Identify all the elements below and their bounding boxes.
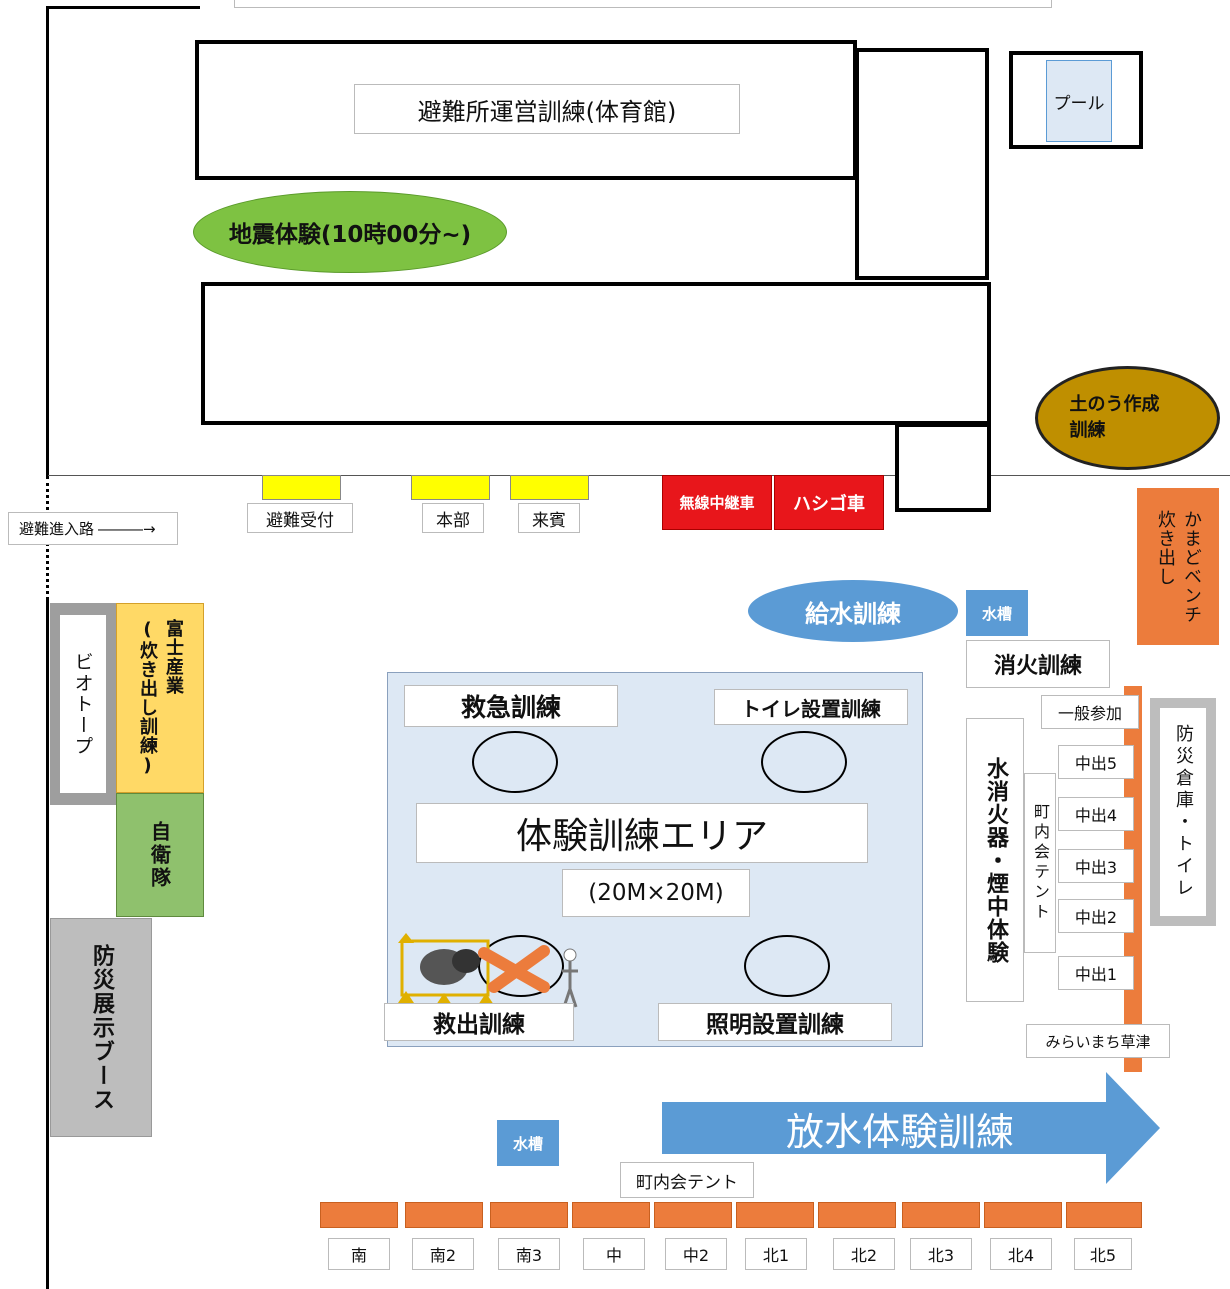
gymnasium-label: 避難所運営訓練(体育館) bbox=[354, 84, 740, 134]
tent-nakade1: 中出1 bbox=[1058, 956, 1134, 990]
tent-north5-label: 北5 bbox=[1074, 1238, 1132, 1270]
reception-label: 避難受付 bbox=[247, 503, 353, 533]
tent-center-label: 中 bbox=[583, 1238, 645, 1270]
earthquake-experience-area: 地震体験(10時00分~) bbox=[193, 191, 507, 273]
area-title: 体験訓練エリア bbox=[416, 803, 868, 863]
disaster-storage-toilet: 防災倉庫・トイレ bbox=[1150, 698, 1216, 926]
ladder-truck: ハシゴ車 bbox=[774, 475, 884, 530]
tent-north5 bbox=[1066, 1202, 1142, 1228]
top-boundary-line bbox=[48, 6, 200, 9]
area-size: (20M×20M) bbox=[562, 869, 750, 917]
hose-training-arrow bbox=[662, 1072, 1160, 1184]
tent-south2 bbox=[405, 1202, 483, 1228]
headquarters-label: 本部 bbox=[422, 503, 484, 533]
pool-label: プール bbox=[1046, 60, 1112, 142]
tent-south2-label: 南2 bbox=[412, 1238, 474, 1270]
water-tank-bottom: 水槽 bbox=[497, 1120, 559, 1166]
tent-south-label: 南 bbox=[328, 1238, 390, 1270]
connector-building bbox=[855, 48, 989, 280]
water-tank-right: 水槽 bbox=[966, 590, 1028, 636]
tent-nakade2: 中出2 bbox=[1058, 899, 1134, 933]
self-defense-force-label: 自衛隊 bbox=[147, 820, 172, 890]
guests-tent bbox=[510, 475, 589, 500]
tent-north1 bbox=[736, 1202, 814, 1228]
tent-nakade5: 中出5 bbox=[1058, 745, 1134, 779]
west-boundary-line bbox=[46, 6, 49, 476]
reception-tent bbox=[262, 475, 341, 500]
mirai-machi-kusatsu-label: みらいまち草津 bbox=[1026, 1024, 1170, 1058]
headquarters-tent bbox=[411, 475, 490, 500]
lighting-station-marker bbox=[744, 935, 830, 997]
tent-center bbox=[572, 1202, 650, 1228]
town-tent-vertical: 町内会テント bbox=[1024, 773, 1056, 953]
toilet-setup-training-label: トイレ設置訓練 bbox=[714, 689, 908, 725]
fire-extinguisher-smoke-area: 水消火器・煙中体験 bbox=[966, 718, 1024, 1002]
kamado-bench-area: かまどベンチ 炊き出し bbox=[1137, 488, 1219, 645]
tent-north2 bbox=[818, 1202, 896, 1228]
rescue-training-label: 救出訓練 bbox=[384, 1003, 574, 1041]
water-supply-training: 給水訓練 bbox=[748, 580, 958, 642]
school-building bbox=[201, 282, 991, 425]
experience-training-area: 救急訓練 トイレ設置訓練 体験訓練エリア (20M×20M) 救出訓練 照明設置… bbox=[384, 672, 923, 1047]
guests-label: 来賓 bbox=[518, 503, 580, 533]
tent-north2-label: 北2 bbox=[833, 1238, 895, 1270]
town-tent-label: 町内会テント bbox=[620, 1162, 754, 1198]
radio-relay-truck: 無線中継車 bbox=[662, 475, 772, 530]
rescue-scene-icon bbox=[398, 933, 578, 1008]
tent-nakade3: 中出3 bbox=[1058, 849, 1134, 883]
top-label-box bbox=[234, 0, 1052, 8]
town-tent-vertical-label: 町内会テント bbox=[1031, 803, 1050, 923]
hose-training-label: 放水体験訓練 bbox=[785, 1109, 1014, 1154]
toilet-station-marker bbox=[761, 731, 847, 793]
general-participation-label: 一般参加 bbox=[1041, 695, 1139, 729]
kamado-bench-label: かまどベンチ 炊き出し bbox=[1155, 509, 1202, 624]
fuji-sangyo-label: 富士産業 (炊き出し訓練) bbox=[137, 619, 184, 777]
tent-south3-label: 南3 bbox=[498, 1238, 560, 1270]
fire-extinguisher-smoke-label: 水消火器・煙中体験 bbox=[983, 756, 1008, 964]
west-boundary-lower bbox=[46, 600, 49, 1289]
fuji-sangyo-area: 富士産業 (炊き出し訓練) bbox=[116, 603, 204, 793]
evacuation-entrance: 避難進入路 ―――→ bbox=[8, 512, 178, 545]
tent-north1-label: 北1 bbox=[745, 1238, 807, 1270]
self-defense-force-area: 自衛隊 bbox=[116, 793, 204, 917]
road-line bbox=[48, 475, 1230, 476]
tent-center2-label: 中2 bbox=[665, 1238, 727, 1270]
disaster-storage-toilet-label: 防災倉庫・トイレ bbox=[1173, 724, 1194, 900]
arrow-right-icon: ―――→ bbox=[98, 519, 156, 538]
disaster-display-booth: 防災展示ブース bbox=[50, 918, 152, 1137]
tent-north3-label: 北3 bbox=[910, 1238, 972, 1270]
tent-north3 bbox=[902, 1202, 980, 1228]
disaster-display-booth-label: 防災展示ブース bbox=[89, 943, 114, 1112]
biotope-label: ビオトープ bbox=[71, 651, 94, 757]
sandbag-training-area: 土のう作成 訓練 bbox=[1035, 366, 1220, 470]
biotope: ビオトープ bbox=[50, 603, 116, 805]
tent-south bbox=[320, 1202, 398, 1228]
evacuation-entrance-label: 避難進入路 bbox=[19, 520, 95, 538]
tent-center2 bbox=[654, 1202, 732, 1228]
tent-north4-label: 北4 bbox=[990, 1238, 1052, 1270]
sandbag-training-label: 土のう作成 訓練 bbox=[1069, 394, 1160, 441]
tent-nakade4: 中出4 bbox=[1058, 797, 1134, 831]
annex-building bbox=[895, 423, 991, 512]
fire-drill-label: 消火訓練 bbox=[966, 640, 1110, 688]
lighting-setup-training-label: 照明設置訓練 bbox=[658, 1003, 892, 1041]
tent-north4 bbox=[984, 1202, 1062, 1228]
tent-south3 bbox=[490, 1202, 568, 1228]
first-aid-training-label: 救急訓練 bbox=[404, 685, 618, 727]
rescue-station-marker bbox=[478, 935, 564, 997]
first-aid-station-marker bbox=[472, 731, 558, 793]
